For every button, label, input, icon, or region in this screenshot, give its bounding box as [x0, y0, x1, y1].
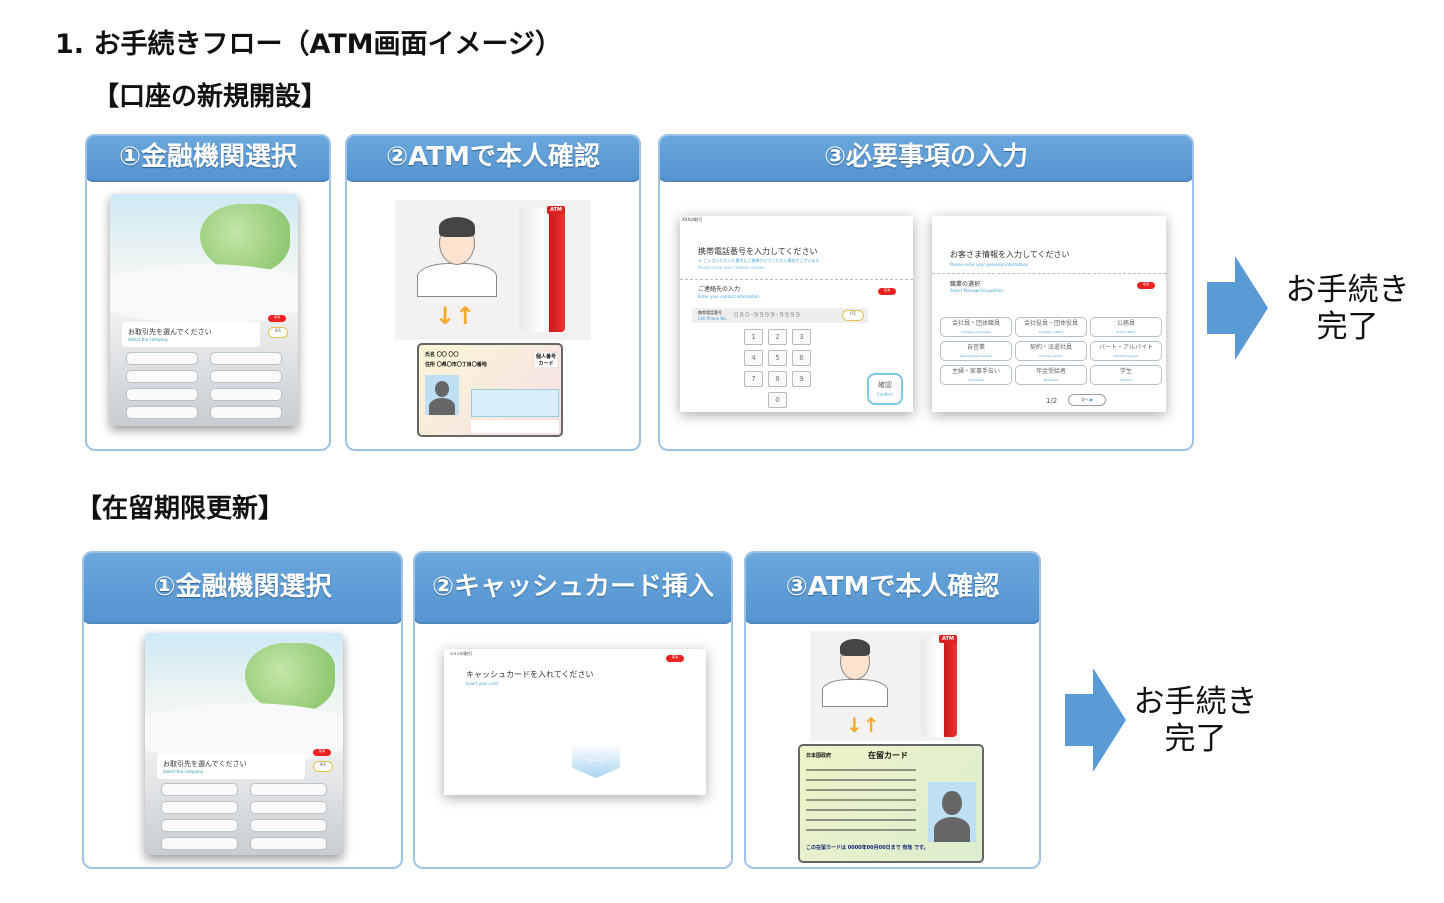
atm-machine-icon: ATM [519, 206, 565, 332]
step-panel-2: ②キャッシュカード挿入 ×××の取引 キャッシュカードを入れてください Inse… [413, 551, 733, 869]
step-header: ③必要事項の入力 [660, 136, 1192, 182]
exchange-arrows-icon: ↓↑ [846, 713, 880, 737]
page-title: 1. お手続きフロー（ATM画面イメージ） [55, 29, 562, 60]
residence-card: 日本国政府 在留カード この在留カードは 0000年00月00日まで 有効 です… [798, 744, 984, 863]
id-card: 氏名 〇〇 〇〇 住所 〇県〇市〇丁目〇番地 個人番号カード [417, 343, 563, 437]
phone-input-screen: XXXの取引 携帯電話番号を入力してください ≫ ご入力いただいた番号にご連絡さ… [680, 216, 913, 412]
step-header: ③ATMで本人確認 [746, 553, 1039, 624]
card-slot-icon: カード [572, 744, 620, 778]
customer-info-screen: お客さま情報を入力してください Please enter your person… [932, 216, 1166, 412]
section-heading-residence-renewal: 【在留期限更新】 [76, 494, 285, 524]
step-header: ①金融機関選択 [87, 136, 329, 182]
section-heading-new-account: 【口座の新規開設】 [93, 82, 328, 112]
completion-text: お手続き完了 [1285, 272, 1410, 345]
exchange-arrows-icon: ↓↑ [435, 302, 476, 330]
insert-card-screen: ×××の取引 キャッシュカードを入れてください Insert your card… [444, 649, 706, 795]
step-header: ②キャッシュカード挿入 [415, 553, 731, 624]
step-header: ①金融機関選択 [84, 553, 401, 624]
step-panel-3: ③ATMで本人確認 ATM ↓↑ 日本国政府 在留カード この在留カードは 00… [744, 551, 1041, 869]
completion-text: お手続き完了 [1133, 684, 1258, 757]
step-header: ②ATMで本人確認 [347, 136, 639, 182]
step-panel-2: ②ATMで本人確認 ATM ↓↑ 氏名 〇〇 〇〇 住所 〇県〇市〇丁目〇番地 … [345, 134, 641, 451]
step-panel-3: ③必要事項の入力 XXXの取引 携帯電話番号を入力してください ≫ ご入力いただ… [658, 134, 1194, 451]
atm-machine-icon: ATM [921, 635, 957, 737]
next-arrow-icon [1065, 694, 1093, 746]
next-arrow-icon [1207, 282, 1235, 334]
